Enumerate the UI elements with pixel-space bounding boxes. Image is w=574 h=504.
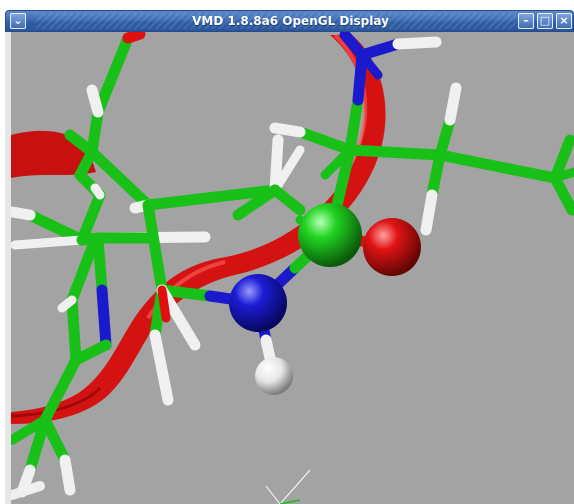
title-bar-texture: [36, 13, 516, 29]
maximize-icon[interactable]: □: [537, 13, 553, 29]
window-frame-left: [5, 32, 11, 504]
close-icon[interactable]: ×: [556, 13, 572, 29]
minimize-icon[interactable]: –: [518, 13, 534, 29]
window-title: VMD 1.8.8a6 OpenGL Display: [192, 14, 389, 28]
nitrogen-atom: [229, 274, 287, 332]
hydrogen-atom: [255, 357, 293, 395]
title-bar[interactable]: VMD 1.8.8a6 OpenGL Display ⌄ – □ ×: [5, 10, 574, 32]
bonds: [11, 32, 574, 500]
molecule-render: [11, 32, 574, 504]
oxygen-atom: [363, 218, 421, 276]
chevron-down-icon[interactable]: ⌄: [10, 13, 26, 29]
atoms: [229, 203, 421, 395]
axes-indicator: [265, 469, 311, 504]
carbon-atom: [298, 203, 362, 267]
opengl-viewport[interactable]: [11, 32, 574, 504]
